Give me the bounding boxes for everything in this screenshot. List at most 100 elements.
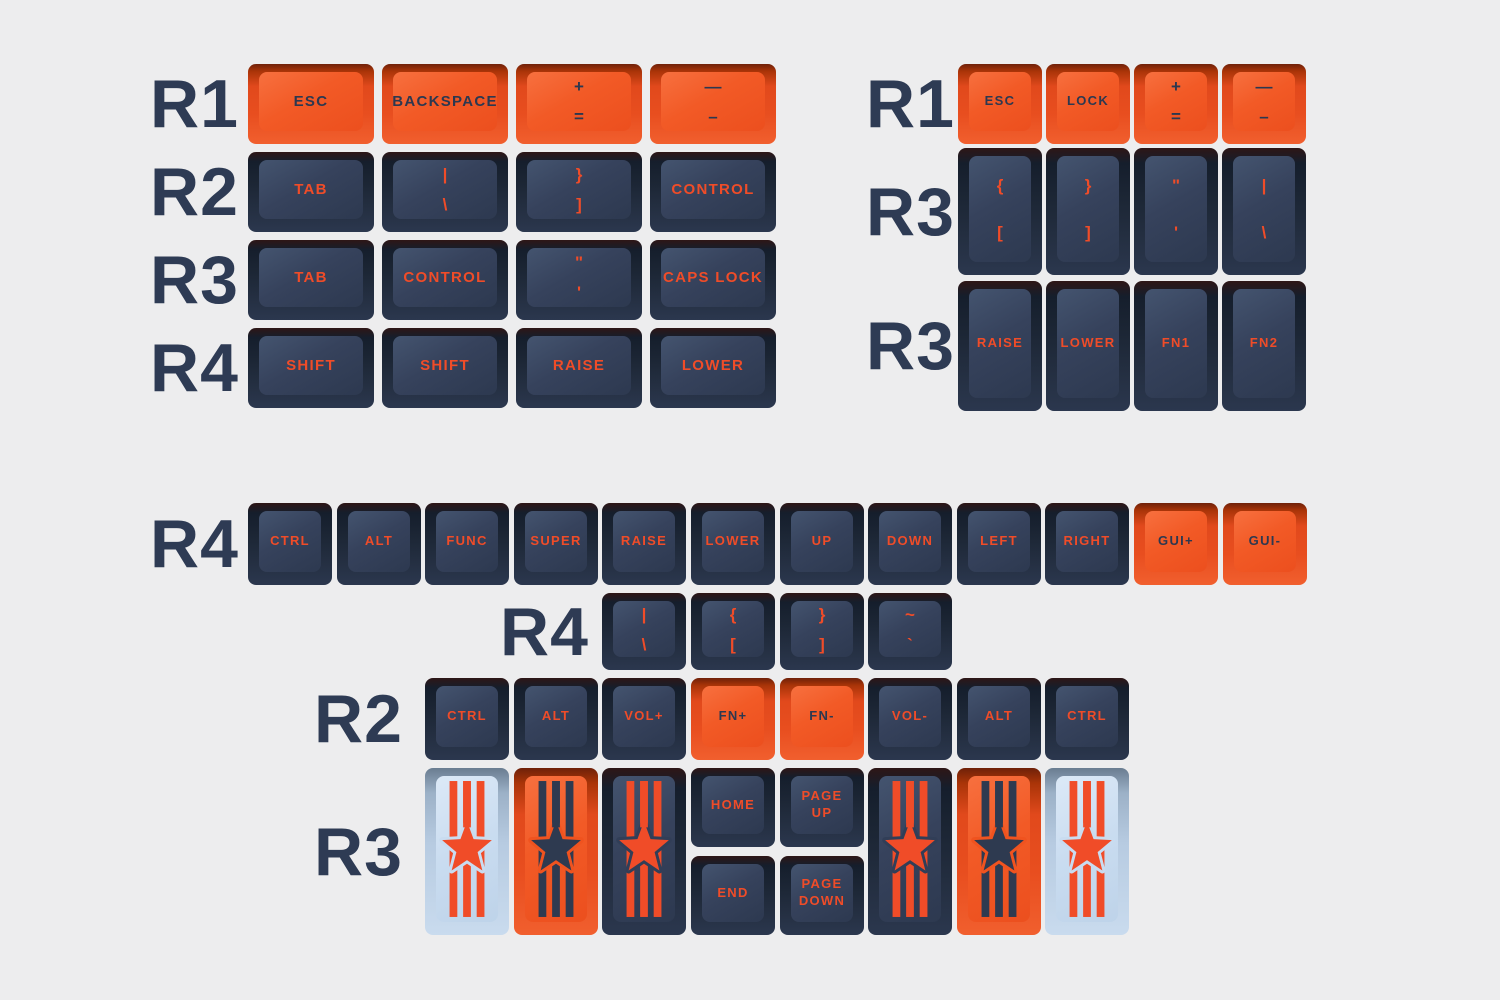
- key-symbol: ]: [576, 195, 582, 214]
- key-legend: CONTROL: [403, 268, 487, 286]
- key-legend: UP: [811, 533, 833, 549]
- key-symbol: ": [1171, 176, 1181, 195]
- key-ctrl-3: CTRL: [1045, 678, 1129, 760]
- novelty-star-key-blue-2: [1045, 768, 1129, 935]
- row-label-r4-8: R4: [500, 593, 589, 670]
- key-fn-minus: FN-: [780, 678, 864, 760]
- key-tab-2: TAB: [248, 240, 374, 320]
- keycap-face: —–: [1233, 72, 1295, 131]
- key-legend: LOWER: [1060, 335, 1116, 351]
- key-legend: RAISE: [976, 335, 1024, 351]
- key-control: CONTROL: [650, 152, 776, 232]
- key-tab: TAB: [248, 152, 374, 232]
- novelty-star-key-blue: [425, 768, 509, 935]
- key-legend: ESC: [984, 93, 1016, 109]
- key-alt-3: ALT: [957, 678, 1041, 760]
- key-quote-apostrophe-2: "': [1134, 148, 1218, 275]
- keycap-face: BACKSPACE: [393, 72, 497, 131]
- key-alt-2: ALT: [514, 678, 598, 760]
- key-rbrace-rbracket-2: }]: [1046, 148, 1130, 275]
- row-label-r2-9: R2: [314, 681, 403, 757]
- key-right: RIGHT: [1045, 503, 1129, 585]
- key-symbol: \: [442, 195, 448, 214]
- key-lower-3: LOWER: [691, 503, 775, 585]
- key-legend: ALT: [984, 708, 1014, 724]
- key-raise-3: RAISE: [602, 503, 686, 585]
- row-label-r1-0: R1: [150, 66, 239, 142]
- novelty-star-key-navy-2: [868, 768, 952, 935]
- key-legend: LOWER: [705, 533, 761, 549]
- keycap-face: GUI+: [1145, 511, 1207, 572]
- row-label-r1-4: R1: [866, 66, 955, 142]
- key-legend: GUI+: [1158, 533, 1194, 549]
- keycap-face: END: [702, 864, 764, 922]
- keycap-face: LOWER: [661, 336, 765, 395]
- key-control-2: CONTROL: [382, 240, 508, 320]
- keycap-face: [968, 776, 1030, 922]
- key-legend: TAB: [294, 268, 328, 286]
- keycap-face: ALT: [525, 686, 587, 747]
- key-legend: PAGE DOWN: [798, 876, 846, 908]
- key-symbol: }: [1084, 176, 1092, 195]
- key-symbol: +: [574, 77, 584, 96]
- keycap-face: SHIFT: [259, 336, 363, 395]
- keycap-face: |\: [613, 601, 675, 657]
- key-legend: LOWER: [681, 356, 745, 374]
- keycap-face: FN1: [1145, 289, 1207, 398]
- key-legend: SHIFT: [286, 356, 336, 374]
- keycap-face: {[: [969, 156, 1031, 262]
- key-lbrace-lbracket: {[: [958, 148, 1042, 275]
- key-legend: ALT: [364, 533, 394, 549]
- star-stripes-graphic: [616, 781, 672, 917]
- key-page-down: PAGE DOWN: [780, 856, 864, 935]
- keycap-face: FUNC: [436, 511, 498, 572]
- key-symbol: ": [574, 253, 584, 272]
- key-fn1: FN1: [1134, 281, 1218, 411]
- key-legend: ALT: [541, 708, 571, 724]
- key-legend: RIGHT: [1063, 533, 1111, 549]
- key-legend: LEFT: [980, 533, 1018, 549]
- star-stripes-graphic: [1059, 781, 1115, 917]
- key-page-up: PAGE UP: [780, 768, 864, 847]
- keycap-face: CTRL: [259, 511, 321, 572]
- key-pipe-backslash-3: |\: [602, 593, 686, 670]
- key-end: END: [691, 856, 775, 935]
- key-legend: CONTROL: [671, 180, 755, 198]
- key-legend: SUPER: [530, 533, 582, 549]
- row-label-r3-10: R3: [314, 813, 403, 890]
- keycap-face: FN-: [791, 686, 853, 747]
- key-legend: PAGE UP: [801, 788, 843, 820]
- key-backspace: BACKSPACE: [382, 64, 508, 144]
- key-legend: FN2: [1249, 335, 1279, 351]
- key-symbol: –: [708, 107, 718, 126]
- key-legend: FN1: [1161, 335, 1191, 351]
- key-gui-plus: GUI+: [1134, 503, 1218, 585]
- key-legend: ESC: [293, 92, 329, 110]
- key-symbol: ]: [1085, 223, 1091, 242]
- keycap-face: "': [527, 248, 631, 307]
- keycap-face: }]: [791, 601, 853, 657]
- row-label-r2-1: R2: [150, 154, 239, 230]
- key-esc-2: ESC: [958, 64, 1042, 144]
- keycap-face: RAISE: [969, 289, 1031, 398]
- key-legend: CAPS LOCK: [662, 268, 764, 286]
- keycap-face: CONTROL: [393, 248, 497, 307]
- keycap-face: ALT: [968, 686, 1030, 747]
- key-fn-plus: FN+: [691, 678, 775, 760]
- key-legend: BACKSPACE: [393, 92, 497, 110]
- key-symbol: +: [1171, 77, 1181, 96]
- keycap-face: CAPS LOCK: [661, 248, 765, 307]
- key-esc: ESC: [248, 64, 374, 144]
- key-symbol: [: [730, 634, 736, 654]
- keycap-face: FN2: [1233, 289, 1295, 398]
- key-shift-2: SHIFT: [382, 328, 508, 408]
- key-legend: DOWN: [886, 533, 934, 549]
- key-super: SUPER: [514, 503, 598, 585]
- key-dash-underscore: —–: [650, 64, 776, 144]
- key-symbol: \: [1261, 223, 1267, 242]
- key-vol-plus: VOL+: [602, 678, 686, 760]
- key-legend: CTRL: [1067, 708, 1107, 724]
- key-legend: RAISE: [620, 533, 668, 549]
- key-lbrace-lbracket-2: {[: [691, 593, 775, 670]
- novelty-star-key-orange: [514, 768, 598, 935]
